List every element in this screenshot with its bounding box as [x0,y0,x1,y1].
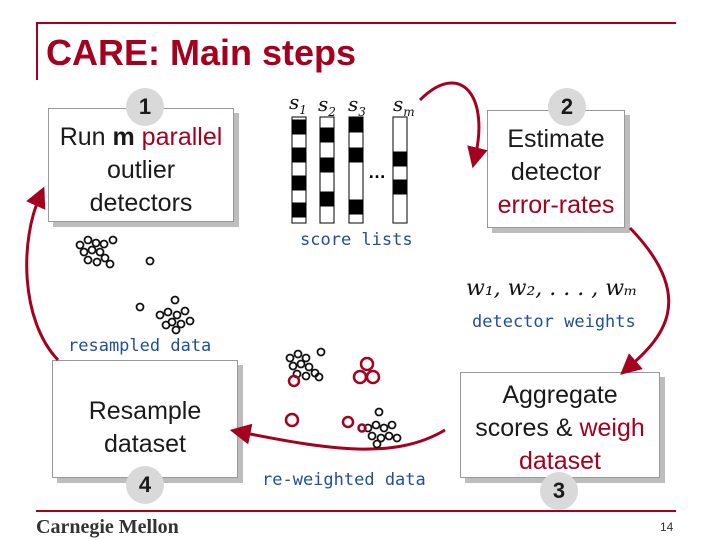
step2-line3: error-rates [497,191,615,219]
title-rule-top [36,22,676,24]
cmu-logo: Carnegie Mellon [36,516,179,538]
score-label-s3: s3 [348,92,366,119]
step4-box: Resample dataset [52,360,238,478]
step3-badge: 3 [540,472,578,510]
title-rule-left [36,22,38,80]
cycle-arrow-icon [229,423,446,451]
cycle-arrow-icon [620,226,671,375]
score-ellipsis: … [368,162,386,182]
resampled-data-label: resampled data [68,336,212,356]
cycle-arrow-icon [418,81,488,169]
weights-label: detector weights [472,312,636,332]
step1-line3: detectors [89,189,193,217]
weights-formula: w₁, w₂, . . . , wₘ [466,276,638,301]
point-cloud-icon [285,347,402,449]
score-column-icon [392,116,408,224]
footer-rule [36,510,676,512]
point-cloud-icon [75,235,195,335]
step1-box: Run m parallel outlier detectors [48,108,234,222]
cycle-arrow-icon [25,186,60,362]
score-label-sm: sm [393,92,415,119]
score-column-icon [348,116,364,224]
step2-badge: 2 [548,88,586,126]
reweighted-data-label: re-weighted data [262,470,426,490]
score-lists-label: score lists [300,230,413,250]
step1-line1: Run m parallel [59,123,223,151]
step3-box: Aggregate scores & weigh dataset [460,372,660,478]
step2-line2: detector [510,158,602,186]
page-number: 14 [660,520,674,534]
step4-line1: Resample [88,397,202,425]
slide-title: CARE: Main steps [46,32,357,73]
step1-line2: outlier [106,156,176,184]
point-cloud-icon [284,356,381,433]
score-label-s2: s2 [318,92,336,119]
step3-line2: scores & weigh [475,414,645,442]
step2-box: Estimate detector error-rates [487,110,625,228]
score-label-s1: s1 [289,90,307,117]
score-column-icon [319,116,335,224]
score-column-icon [291,116,307,224]
step1-badge: 1 [126,88,164,126]
step3-line1: Aggregate [502,381,618,409]
step2-line1: Estimate [507,125,605,153]
step3-line3: dataset [518,447,601,475]
step4-line2: dataset [103,430,186,458]
step4-badge: 4 [126,466,164,504]
